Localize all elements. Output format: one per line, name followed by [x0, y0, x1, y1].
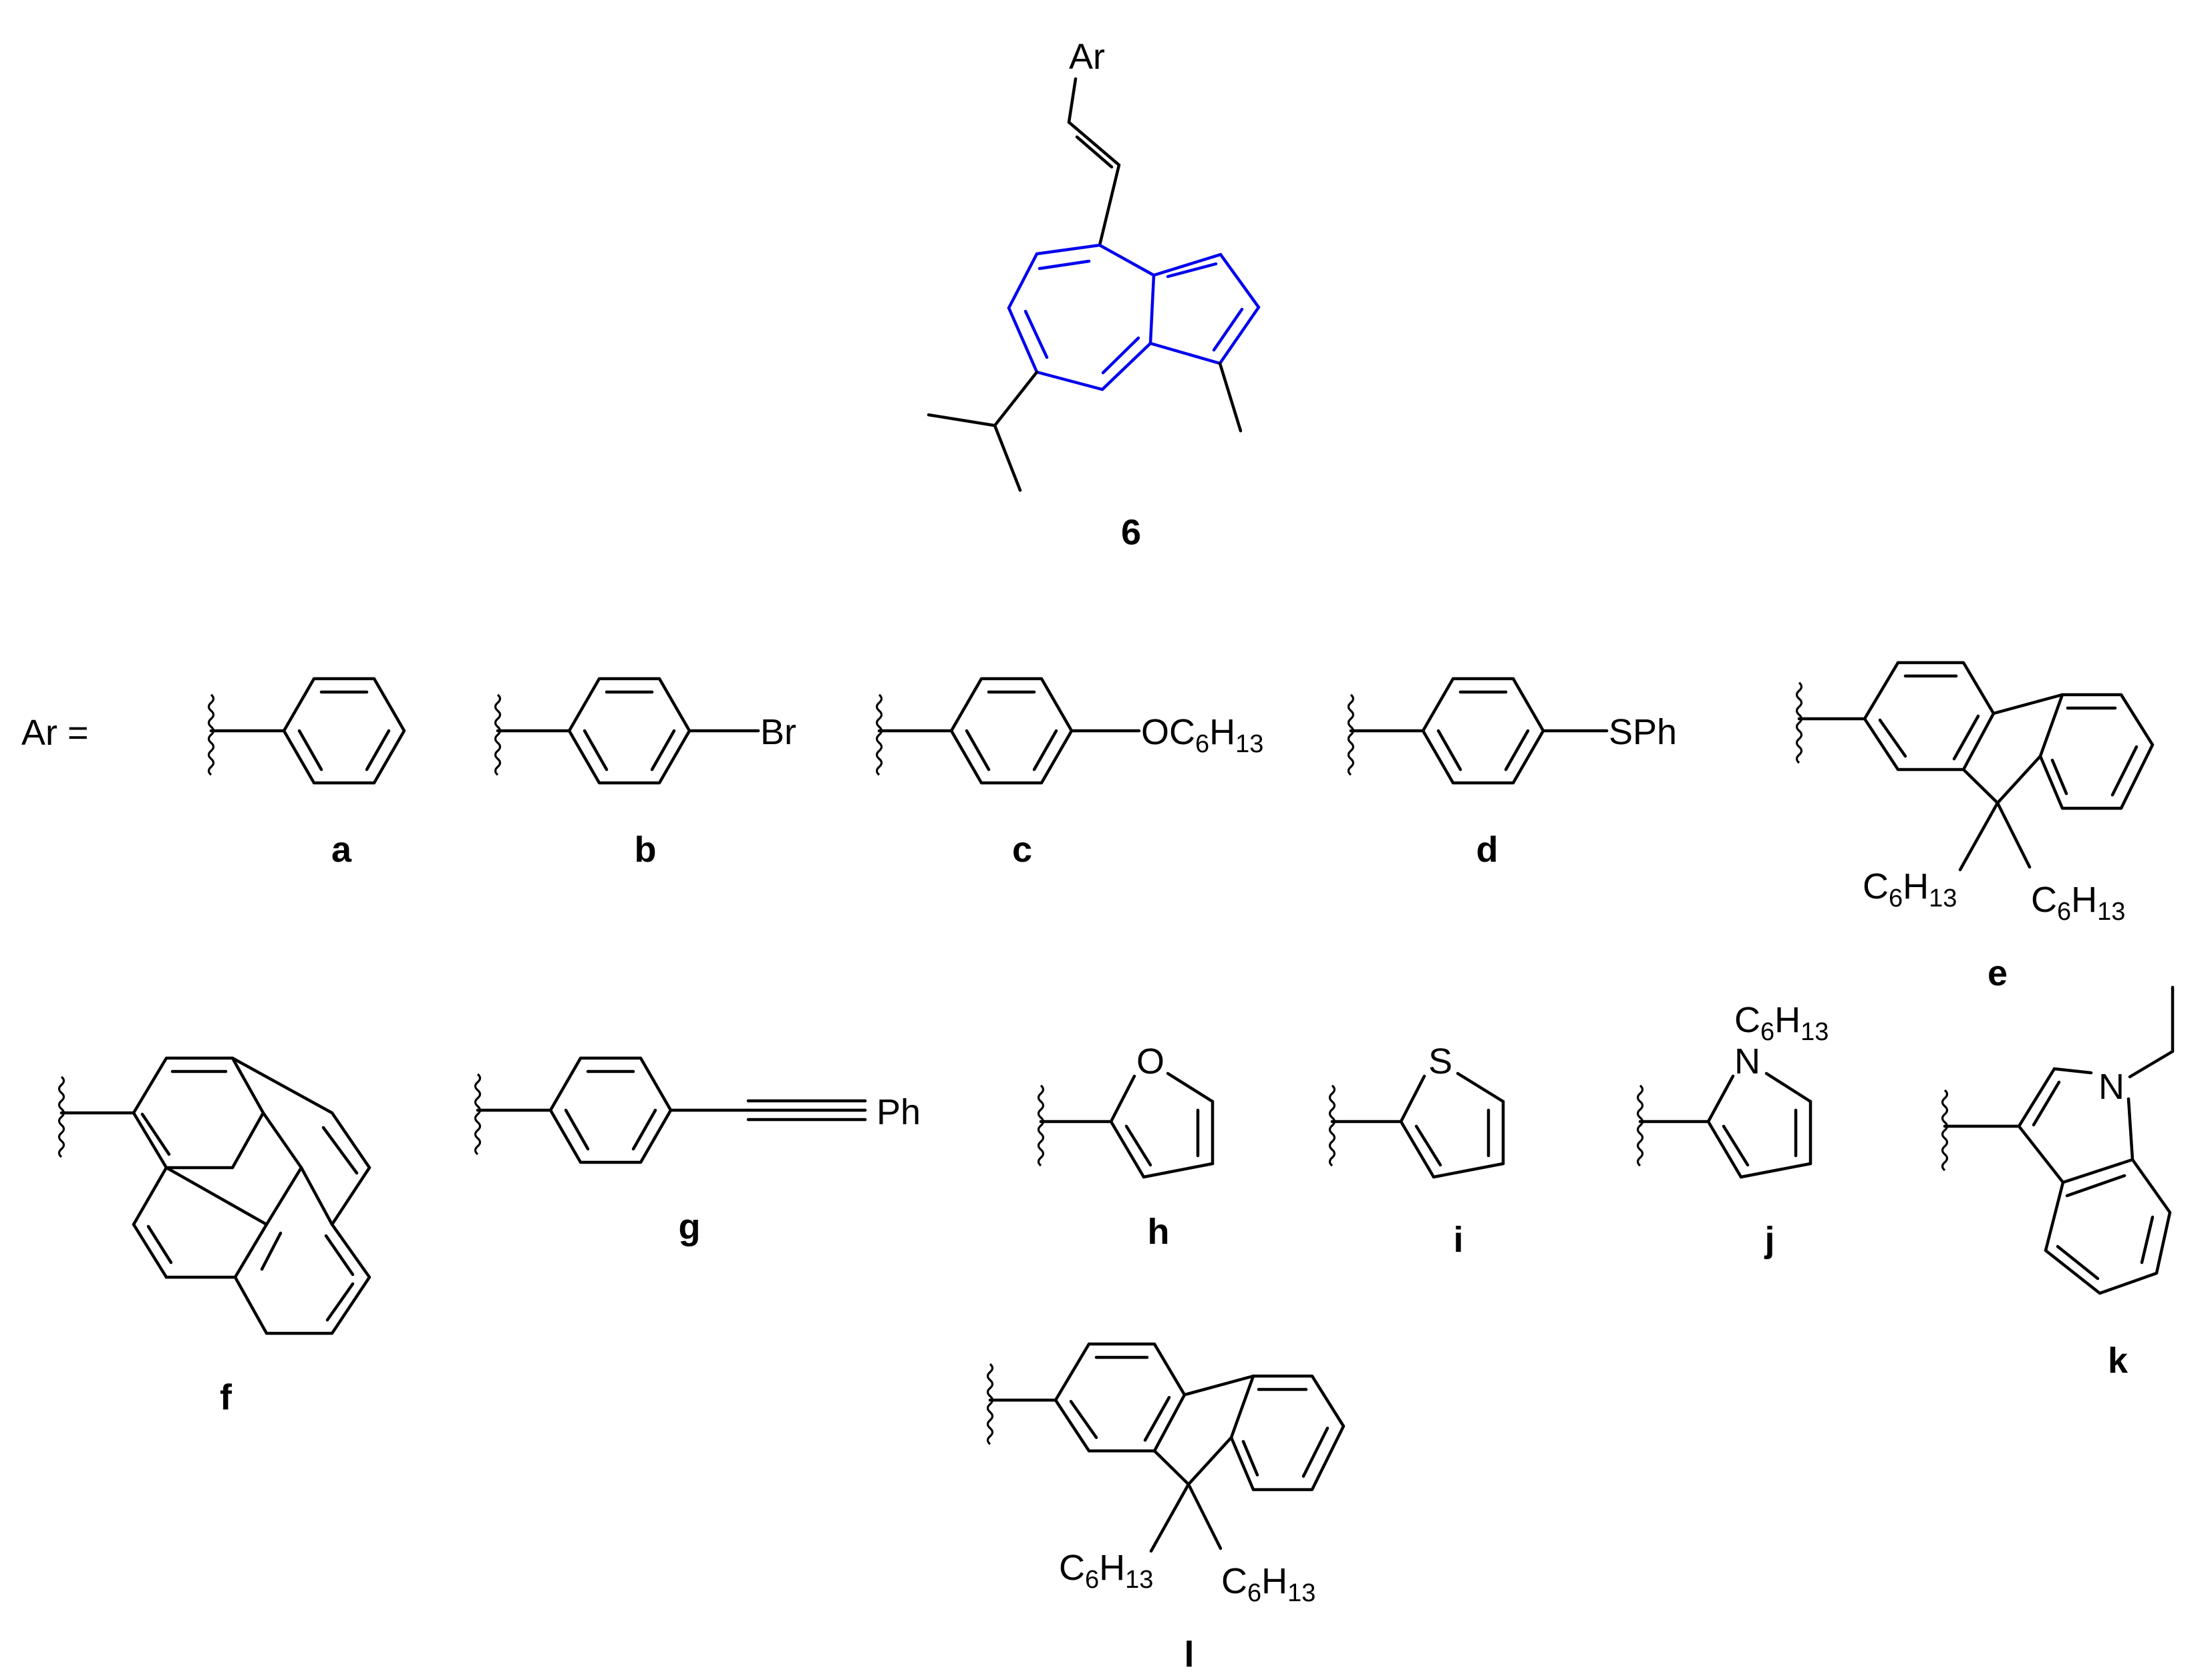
bromine-atom: Br [760, 712, 796, 752]
substituent-c: OC6H13 c [875, 677, 1263, 870]
ar-definition-label: Ar = [21, 713, 89, 753]
attachment-wavy-line [1347, 693, 1355, 776]
compound-label-j: j [1764, 1220, 1774, 1260]
fluorene-ring [1054, 1342, 1346, 1553]
fluorene-ring [1863, 661, 2155, 872]
compound-label-k: k [2108, 1341, 2128, 1381]
attachment-wavy-line [1328, 1084, 1336, 1167]
thiophene-ring [1399, 1071, 1505, 1179]
substituent-d: SPh d [1347, 677, 1677, 870]
hexyl-chain-right: C6H13 [2031, 880, 2125, 926]
oxygen-atom: O [1136, 1041, 1164, 1081]
pyrrole-ring [1706, 1071, 1812, 1179]
compound-label-b: b [635, 830, 657, 870]
compound-label-e: e [1988, 953, 2008, 993]
substituent-b: Br b [494, 677, 796, 870]
substituent-a: a [207, 677, 406, 870]
hexyl-chain-left: C6H13 [1059, 1548, 1153, 1594]
substituent-h: O h [1037, 1041, 1215, 1252]
vinyl-bridge [1067, 77, 1121, 247]
hexyl-chain-right: C6H13 [1221, 1561, 1315, 1607]
substituent-i: S i [1328, 1041, 1505, 1260]
core-compound-6: Ar 6 [927, 37, 1261, 552]
sulfur-atom: S [1428, 1041, 1452, 1081]
substituent-e: C6H13 C6H13 e [1795, 661, 2155, 993]
nitrogen-atom: N [2098, 1067, 2124, 1107]
attachment-wavy-line [207, 693, 215, 776]
compound-label-h: h [1148, 1212, 1170, 1252]
hexyl-chain-left: C6H13 [1863, 866, 1957, 912]
benzene-ring [282, 677, 406, 785]
ar-substituent-label: Ar [1069, 37, 1105, 77]
attachment-wavy-line [494, 693, 502, 776]
attachment-wavy-line [474, 1073, 482, 1156]
compound-label-6: 6 [1121, 512, 1141, 552]
azulene-core [1007, 243, 1261, 391]
furan-ring [1109, 1071, 1215, 1179]
substituent-k: N k [1941, 985, 2175, 1381]
attachment-wavy-line [1636, 1084, 1644, 1167]
substituent-l: C6H13 C6H13 l [986, 1342, 1346, 1674]
phenyl-terminus: Ph [877, 1092, 921, 1132]
attachment-wavy-line [875, 693, 883, 776]
attachment-wavy-line [986, 1363, 994, 1446]
substituent-j: N C6H13 j [1636, 1000, 1829, 1260]
hexyloxy-group: OC6H13 [1141, 712, 1263, 758]
compound-label-c: c [1012, 830, 1032, 870]
nitrogen-atom: N [1734, 1041, 1760, 1081]
substituent-f: f [57, 1056, 371, 1417]
compound-label-l: l [1184, 1635, 1194, 1674]
attachment-wavy-line [57, 1075, 65, 1158]
substituent-g: Ph g [474, 1056, 921, 1247]
benzene-ring [548, 1056, 673, 1164]
hexyl-chain: C6H13 [1734, 1000, 1829, 1046]
indole-ring [2017, 985, 2175, 1295]
alkyne-triple-bond [669, 1099, 867, 1122]
compound-label-g: g [679, 1207, 701, 1247]
attachment-wavy-line [1037, 1084, 1045, 1167]
benzene-ring [567, 677, 691, 785]
benzene-ring [949, 677, 1074, 785]
attachment-wavy-line [1795, 681, 1803, 764]
compound-label-a: a [331, 830, 352, 870]
compound-label-d: d [1476, 830, 1498, 870]
phenylthio-group: SPh [1609, 712, 1677, 752]
pyrene-ring [132, 1056, 371, 1335]
compound-label-f: f [220, 1377, 232, 1417]
attachment-wavy-line [1941, 1089, 1949, 1172]
isopropyl-and-methyl [927, 361, 1243, 492]
benzene-ring [1421, 677, 1545, 785]
compound-label-i: i [1453, 1220, 1463, 1260]
